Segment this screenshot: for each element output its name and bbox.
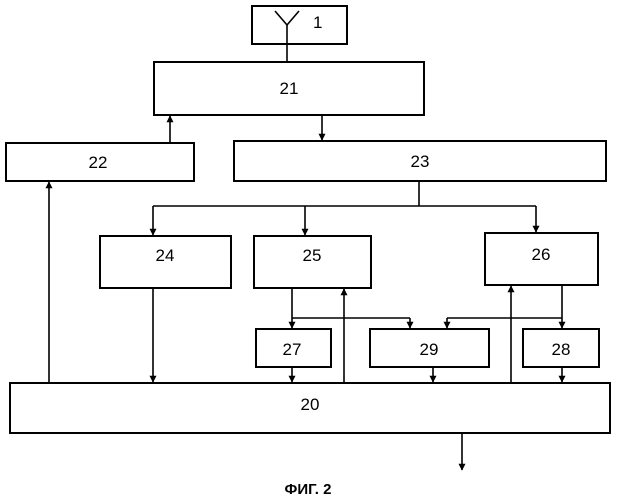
block-28-label: 28 bbox=[552, 340, 571, 359]
block-29-label: 29 bbox=[420, 340, 439, 359]
bus-23-to-24-25-26 bbox=[153, 181, 536, 235]
block-24-label: 24 bbox=[156, 246, 175, 265]
block-26-label: 26 bbox=[532, 245, 551, 264]
block-26: 26 bbox=[485, 233, 598, 285]
bus-26-to-29-28 bbox=[447, 285, 562, 328]
block-28: 28 bbox=[523, 329, 599, 367]
antenna-label: 1 bbox=[313, 13, 322, 32]
block-27: 27 bbox=[256, 329, 331, 367]
antenna-block: 1 bbox=[252, 6, 347, 62]
bus-25-to-27-29 bbox=[292, 288, 410, 328]
block-27-label: 27 bbox=[283, 340, 302, 359]
block-25-label: 25 bbox=[303, 246, 322, 265]
block-21-label: 21 bbox=[280, 79, 299, 98]
figure-caption: ФИГ. 2 bbox=[285, 481, 332, 498]
block-24: 24 bbox=[100, 236, 231, 288]
block-20: 20 bbox=[10, 383, 610, 433]
block-20-label: 20 bbox=[301, 395, 320, 414]
block-23: 23 bbox=[234, 141, 606, 181]
block-21: 21 bbox=[154, 62, 424, 115]
block-29: 29 bbox=[370, 329, 489, 367]
block-23-label: 23 bbox=[411, 152, 430, 171]
block-22-label: 22 bbox=[89, 153, 108, 172]
block-22: 22 bbox=[6, 143, 194, 181]
block-25: 25 bbox=[254, 236, 371, 288]
